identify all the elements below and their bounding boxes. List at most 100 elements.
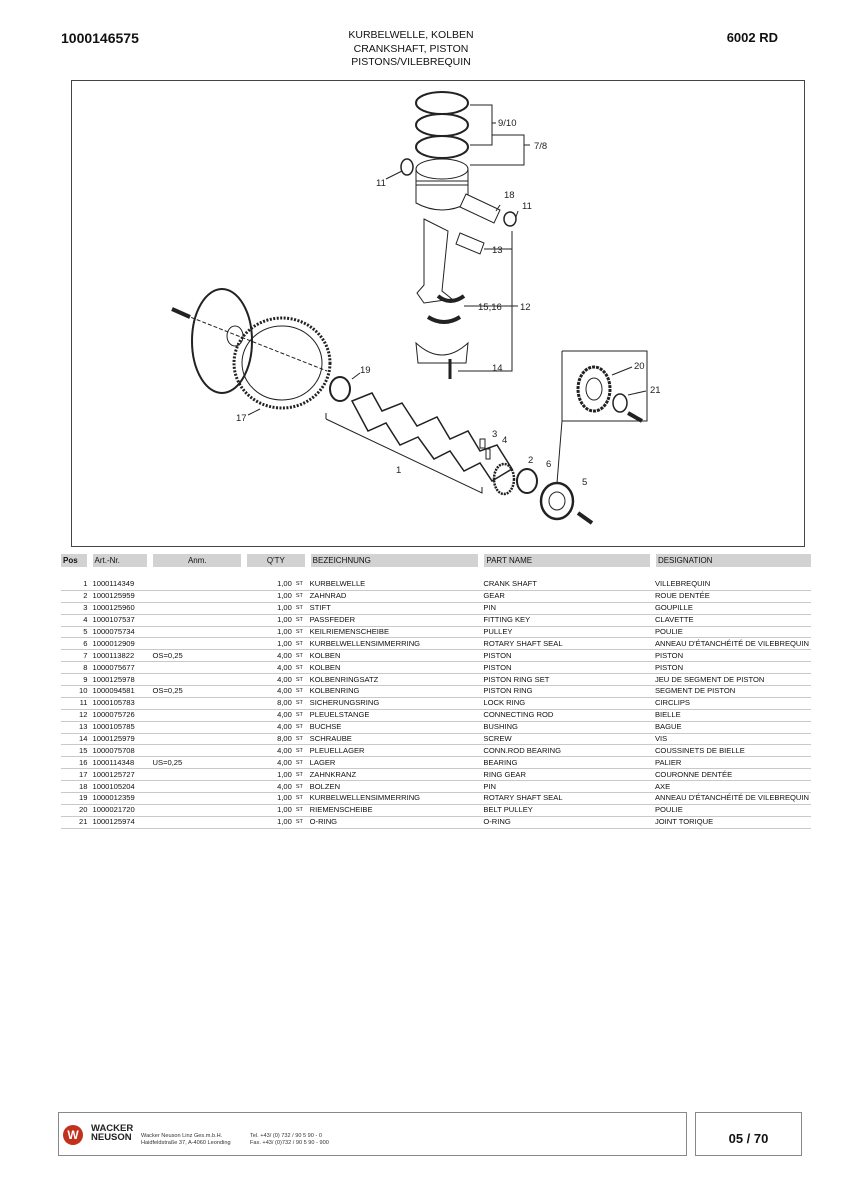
callout-label: 3 xyxy=(492,429,497,440)
cell-anm xyxy=(150,816,245,829)
cell-en: FITTING KEY xyxy=(481,614,653,627)
cell-de: SCHRAUBE xyxy=(307,733,482,746)
cell-anm xyxy=(150,768,245,782)
cell-qty: 1,00 xyxy=(244,637,294,651)
inset-frame xyxy=(561,350,648,422)
cell-anm xyxy=(150,804,245,817)
callout-label: 2 xyxy=(528,455,533,466)
cell-art: 1000125727 xyxy=(89,768,151,782)
cell-en: O-RING xyxy=(481,816,653,829)
cell-anm xyxy=(150,792,245,805)
cell-qty: 4,00 xyxy=(244,709,294,722)
cell-unit: ST xyxy=(293,626,308,639)
cell-anm xyxy=(150,697,245,710)
callout-label: 7/8 xyxy=(534,141,547,152)
cell-fr: VIS xyxy=(652,733,811,746)
callout-label: 18 xyxy=(504,190,515,201)
page-number: 05 / 70 xyxy=(695,1112,802,1156)
cell-de: KURBELWELLE xyxy=(307,579,482,591)
cell-unit: ST xyxy=(293,780,308,794)
brand-line1: WACKER xyxy=(91,1123,134,1134)
pin-drawing xyxy=(479,438,486,449)
cell-anm xyxy=(150,733,245,746)
pulley-bolt-drawing xyxy=(576,511,594,525)
cell-unit: ST xyxy=(293,602,308,615)
fitting-key-drawing xyxy=(485,448,491,460)
cell-fr: POULIE xyxy=(652,804,811,817)
cell-pos: 21 xyxy=(61,816,90,829)
cell-en: RING GEAR xyxy=(481,768,653,782)
lock-ring-drawing xyxy=(503,211,517,227)
cell-pos: 8 xyxy=(61,661,90,675)
cell-de: RIEMENSCHEIBE xyxy=(307,804,482,817)
cell-fr: PALIER xyxy=(652,756,811,770)
cell-qty: 1,00 xyxy=(244,626,294,639)
cell-de: SICHERUNGSRING xyxy=(307,697,482,710)
cell-fr: BAGUE xyxy=(652,721,811,734)
cell-unit: ST xyxy=(293,792,308,805)
cell-fr: PISTON xyxy=(652,661,811,675)
cell-anm xyxy=(150,579,245,591)
cell-en: ROTARY SHAFT SEAL xyxy=(481,637,653,651)
cell-qty: 8,00 xyxy=(244,697,294,710)
company-address: Wacker Neuson Linz Ges.m.b.H. Haidfeldst… xyxy=(141,1133,231,1147)
cell-de: KOLBENRING xyxy=(307,685,482,698)
cell-de: STIFT xyxy=(307,602,482,615)
callout-label: 19 xyxy=(360,365,371,376)
callout-label: 11 xyxy=(376,178,386,189)
cell-qty: 1,00 xyxy=(244,590,294,603)
cell-art: 1000114349 xyxy=(89,579,151,591)
cell-de: KURBELWELLENSIMMERRING xyxy=(307,792,482,805)
cell-unit: ST xyxy=(293,816,308,829)
cell-fr: COURONNE DENTÉE xyxy=(652,768,811,782)
cell-unit: ST xyxy=(293,685,308,698)
cell-pos: 2 xyxy=(61,590,90,603)
callout-label: 11 xyxy=(522,201,532,212)
piston-ring-drawing xyxy=(415,135,469,159)
cell-qty: 4,00 xyxy=(244,649,294,663)
cell-pos: 13 xyxy=(61,721,90,734)
cell-qty: 4,00 xyxy=(244,661,294,675)
cell-art: 1000105783 xyxy=(89,697,151,710)
cell-pos: 6 xyxy=(61,637,90,651)
callout-label: 9/10 xyxy=(498,118,517,129)
col-en: PART NAME xyxy=(481,554,656,567)
cell-art: 1000012909 xyxy=(89,637,151,651)
cell-en: PISTON xyxy=(481,661,653,675)
cell-qty: 1,00 xyxy=(244,579,294,591)
rod-cap-drawing xyxy=(415,341,469,364)
cell-de: BUCHSE xyxy=(307,721,482,734)
piston-top-drawing xyxy=(415,158,469,180)
bushing-drawing xyxy=(455,232,485,255)
cell-anm: US=0,25 xyxy=(150,756,245,770)
cell-de: PLEUELSTANGE xyxy=(307,709,482,722)
cell-anm: OS=0,25 xyxy=(150,649,245,663)
cell-anm xyxy=(150,661,245,675)
cell-pos: 18 xyxy=(61,780,90,794)
cell-pos: 7 xyxy=(61,649,90,663)
shaft-seal-drawing xyxy=(329,376,351,402)
cell-anm xyxy=(150,614,245,627)
crankshaft-drawing xyxy=(350,392,514,483)
brand-name: WACKER NEUSON xyxy=(91,1123,134,1143)
cell-anm xyxy=(150,602,245,615)
callout-label: 6 xyxy=(546,459,551,470)
ring-gear-drawing xyxy=(232,316,332,410)
cell-unit: ST xyxy=(293,697,308,710)
cell-fr: JEU DE SEGMENT DE PISTON xyxy=(652,673,811,687)
cell-en: PIN xyxy=(481,780,653,794)
bearing-shell-drawing xyxy=(436,294,466,303)
wacker-logo-icon: W xyxy=(63,1125,83,1145)
cell-qty: 1,00 xyxy=(244,792,294,805)
cell-en: PULLEY xyxy=(481,626,653,639)
cell-en: PIN xyxy=(481,602,653,615)
cell-qty: 4,00 xyxy=(244,721,294,734)
piston-ring-drawing xyxy=(415,91,469,115)
